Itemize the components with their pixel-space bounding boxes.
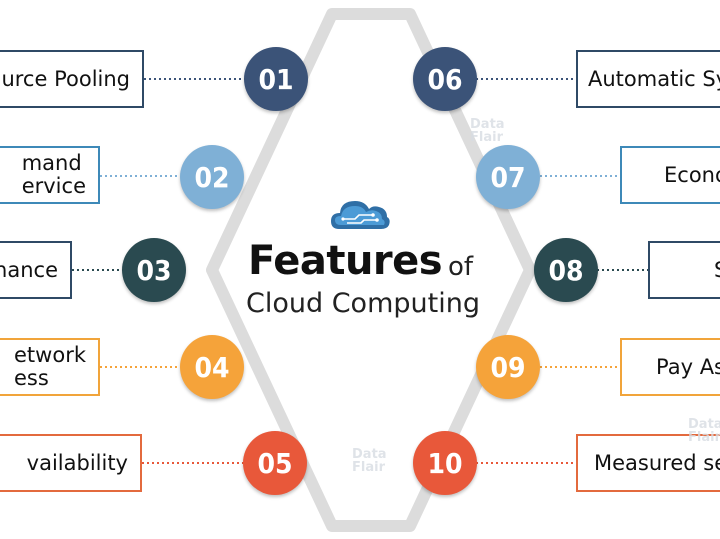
number-circle-05: 05 [243, 431, 307, 495]
feature-label-09: Pay As [656, 354, 720, 379]
number-circle-08: 08 [534, 238, 598, 302]
dotted-connectors [72, 78, 648, 464]
number-circle-06: 06 [413, 47, 477, 111]
feature-box-02: mand ervice [0, 146, 100, 204]
feature-label-01: urce Pooling [1, 66, 130, 91]
diagram-subtitle: Cloud Computing [246, 288, 480, 319]
feature-box-01: urce Pooling [0, 50, 144, 108]
number-circle-02: 02 [180, 145, 244, 209]
number-circle-03: 03 [122, 238, 186, 302]
feature-box-03: nance [0, 241, 72, 299]
watermark-top-line1: Data [470, 117, 505, 132]
watermark-bottom-line2: Flair [352, 460, 385, 475]
number-circle-09: 09 [476, 335, 540, 399]
feature-label-10: Measured se [594, 450, 720, 475]
number-circle-01: 01 [244, 47, 308, 111]
watermark-bottom: Data Flair [352, 448, 387, 474]
number-04: 04 [194, 350, 230, 384]
feature-box-04: etwork ess [0, 338, 100, 396]
number-05: 05 [257, 446, 293, 480]
feature-label-08: S [714, 258, 720, 282]
diagram-title: Features [248, 238, 443, 284]
feature-label-02: mand ervice [21, 151, 86, 198]
feature-box-07: Econo [620, 146, 720, 204]
diagram-title-of: of [448, 252, 474, 282]
feature-label-04: etwork ess [14, 343, 86, 390]
cloud-circuit-icon [331, 201, 390, 229]
number-circle-10: 10 [413, 431, 477, 495]
feature-label-06: Automatic Sy [588, 66, 720, 91]
feature-label-03: nance [0, 257, 58, 282]
watermark-bottom-line1: Data [352, 447, 387, 462]
watermark-right: Data Flair [688, 418, 720, 444]
hexagon-outline [206, 8, 536, 532]
number-07: 07 [490, 160, 526, 194]
watermark-top: Data Flair [470, 118, 505, 144]
feature-box-09: Pay As [620, 338, 720, 396]
feature-box-05: vailability [0, 434, 142, 492]
number-10: 10 [427, 446, 463, 480]
number-08: 08 [548, 253, 584, 287]
feature-box-06: Automatic Sy [576, 50, 720, 108]
feature-label-07: Econo [664, 162, 720, 187]
feature-box-08: S [648, 241, 720, 299]
number-03: 03 [136, 253, 172, 287]
number-02: 02 [194, 160, 230, 194]
number-01: 01 [258, 62, 294, 96]
number-circle-07: 07 [476, 145, 540, 209]
watermark-right-line2: Flair [688, 430, 720, 445]
feature-label-05: vailability [26, 450, 128, 475]
watermark-top-line2: Flair [470, 130, 503, 145]
feature-box-10: Measured se [576, 434, 720, 492]
watermark-right-line1: Data [688, 417, 720, 432]
number-circle-04: 04 [180, 335, 244, 399]
number-09: 09 [490, 350, 526, 384]
number-06: 06 [427, 62, 463, 96]
